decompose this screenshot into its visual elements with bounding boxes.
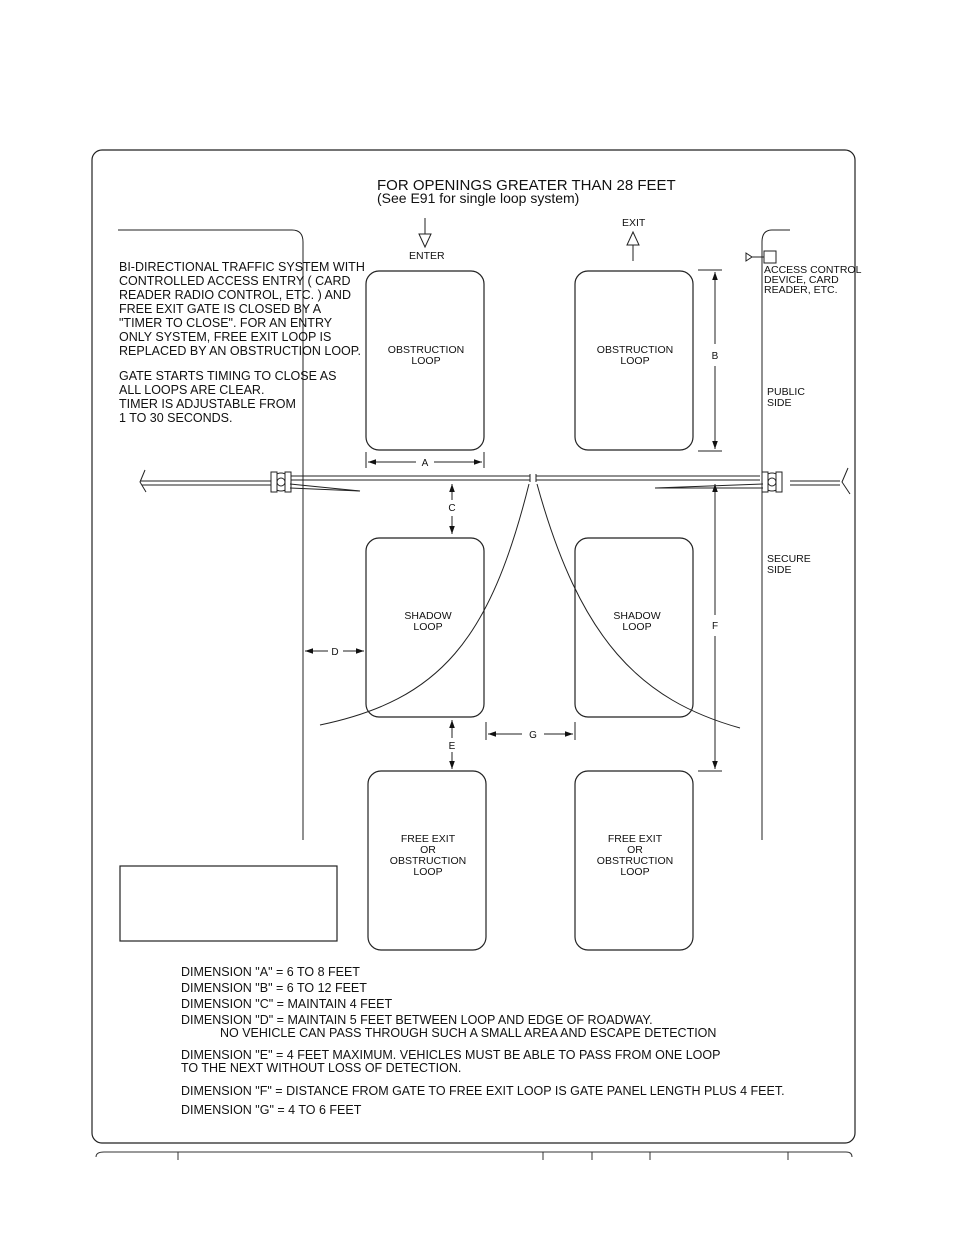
shadow-loop-left	[365, 537, 485, 718]
svg-text:ONLY SYSTEM, FREE EXIT LOOP IS: ONLY SYSTEM, FREE EXIT LOOP IS	[119, 330, 331, 344]
svg-text:SIDE: SIDE	[767, 397, 792, 409]
svg-text:LOOP: LOOP	[620, 866, 649, 878]
gate-swing-arc-left	[319, 483, 530, 726]
secure-side-label: SECURE SIDE	[767, 553, 811, 576]
svg-text:ACCESS CONTROL: ACCESS CONTROL	[764, 264, 862, 276]
dimension-a	[365, 452, 485, 468]
svg-text:OBSTRUCTION: OBSTRUCTION	[597, 344, 673, 356]
obstruction-loop-left	[365, 270, 485, 451]
shadow-loop-left-label: SHADOW LOOP	[404, 610, 451, 633]
exit-arrow-icon	[626, 230, 640, 261]
blank-notes-box	[119, 865, 338, 942]
svg-text:OBSTRUCTION: OBSTRUCTION	[388, 344, 464, 356]
svg-text:OR: OR	[420, 844, 436, 856]
dimension-b	[698, 269, 722, 452]
svg-text:FREE EXIT: FREE EXIT	[608, 833, 663, 845]
page-title: FOR OPENINGS GREATER THAN 28 FEET	[377, 177, 676, 194]
svg-text:SIDE: SIDE	[767, 564, 792, 576]
svg-text:LOOP: LOOP	[411, 355, 440, 367]
dimension-g-label: G	[529, 730, 537, 741]
dimension-a-label: A	[422, 458, 429, 469]
dimension-f-label: F	[712, 621, 718, 632]
svg-text:DIMENSION "G" = 4 TO 6 FEET: DIMENSION "G" = 4 TO 6 FEET	[181, 1103, 362, 1117]
svg-text:DIMENSION "A" = 6 TO 8 FEET: DIMENSION "A" = 6 TO 8 FEET	[181, 965, 360, 979]
svg-text:DIMENSION "D" = MAINTAIN 5 FEE: DIMENSION "D" = MAINTAIN 5 FEET BETWEEN …	[181, 1013, 653, 1027]
roadway-edge-left	[118, 229, 304, 840]
free-exit-loop-right	[574, 770, 694, 951]
swing-gate-panels	[290, 474, 760, 482]
svg-text:LOOP: LOOP	[413, 621, 442, 633]
svg-text:GATE STARTS TIMING TO CLOSE AS: GATE STARTS TIMING TO CLOSE AS	[119, 369, 336, 383]
shadow-loop-right	[574, 537, 694, 718]
svg-text:DIMENSION "E" = 4 FEET MAXIMUM: DIMENSION "E" = 4 FEET MAXIMUM. VEHICLES…	[181, 1048, 720, 1062]
free-exit-loop-right-label: FREE EXIT OR OBSTRUCTION LOOP	[597, 833, 673, 878]
dimension-d-label: D	[331, 647, 338, 658]
svg-text:DIMENSION "C" = MAINTAIN 4 FEE: DIMENSION "C" = MAINTAIN 4 FEET	[181, 997, 392, 1011]
gate-operator-right-icon	[654, 471, 783, 493]
svg-text:LOOP: LOOP	[620, 355, 649, 367]
fence-line	[139, 467, 851, 495]
svg-text:OR: OR	[627, 844, 643, 856]
free-exit-loop-left-label: FREE EXIT OR OBSTRUCTION LOOP	[390, 833, 466, 878]
svg-text:READER RADIO CONTROL, ETC. ) A: READER RADIO CONTROL, ETC. ) AND	[119, 288, 351, 302]
svg-text:READER, ETC.: READER, ETC.	[764, 284, 838, 296]
svg-text:TO THE NEXT WITHOUT LOSS OF DE: TO THE NEXT WITHOUT LOSS OF DETECTION.	[181, 1061, 461, 1075]
obstruction-loop-left-label: OBSTRUCTION LOOP	[388, 344, 464, 367]
public-side-label: PUBLIC SIDE	[767, 386, 805, 409]
obstruction-loop-right	[574, 270, 694, 451]
svg-text:"TIMER TO CLOSE". FOR AN ENTR: "TIMER TO CLOSE". FOR AN ENTRY	[119, 316, 333, 330]
svg-text:DEVICE, CARD: DEVICE, CARD	[764, 274, 839, 286]
dimension-g	[485, 722, 576, 740]
svg-text:NO VEHICLE CAN PASS THROUGH SU: NO VEHICLE CAN PASS THROUGH SUCH A SMALL…	[220, 1026, 716, 1040]
svg-text:SHADOW: SHADOW	[404, 610, 451, 622]
svg-text:DIMENSION "F" = DISTANCE FROM: DIMENSION "F" = DISTANCE FROM GATE TO FR…	[181, 1084, 785, 1098]
dimension-notes: DIMENSION "A" = 6 TO 8 FEET DIMENSION "B…	[181, 965, 785, 1117]
svg-text:REPLACED BY AN OBSTRUCTION LOO: REPLACED BY AN OBSTRUCTION LOOP.	[119, 344, 361, 358]
svg-text:SHADOW: SHADOW	[613, 610, 660, 622]
svg-text:SECURE: SECURE	[767, 553, 811, 565]
timer-text: GATE STARTS TIMING TO CLOSE AS ALL LOOPS…	[119, 369, 336, 425]
roadway-edge-right	[761, 229, 790, 840]
svg-text:BI-DIRECTIONAL TRAFFIC SYSTEM: BI-DIRECTIONAL TRAFFIC SYSTEM WITH	[119, 260, 365, 274]
svg-text:CONTROLLED ACCESS ENTRY ( CARD: CONTROLLED ACCESS ENTRY ( CARD	[119, 274, 351, 288]
gate-operator-left-icon	[270, 471, 361, 493]
dimension-c-label: C	[448, 503, 455, 514]
svg-text:LOOP: LOOP	[622, 621, 651, 633]
shadow-loop-right-label: SHADOW LOOP	[613, 610, 660, 633]
enter-label: ENTER	[409, 250, 445, 262]
title-block-strip	[95, 1151, 853, 1160]
free-exit-loop-left	[367, 770, 487, 951]
access-device-label: ACCESS CONTROL DEVICE, CARD READER, ETC.	[764, 264, 862, 296]
svg-text:FREE EXIT: FREE EXIT	[401, 833, 456, 845]
svg-text:LOOP: LOOP	[413, 866, 442, 878]
svg-text:FREE EXIT GATE IS CLOSED BY A: FREE EXIT GATE IS CLOSED BY A	[119, 302, 322, 316]
dimension-f	[698, 484, 722, 772]
exit-label: EXIT	[622, 217, 646, 229]
gate-swing-arc-right	[536, 483, 741, 729]
dimension-b-label: B	[712, 351, 719, 362]
enter-arrow-icon	[418, 218, 432, 249]
svg-text:OBSTRUCTION: OBSTRUCTION	[390, 855, 466, 867]
svg-text:1 TO 30 SECONDS.: 1 TO 30 SECONDS.	[119, 411, 232, 425]
svg-text:DIMENSION "B" = 6 TO 12 FEET: DIMENSION "B" = 6 TO 12 FEET	[181, 981, 367, 995]
card-reader-icon	[745, 250, 777, 264]
obstruction-loop-right-label: OBSTRUCTION LOOP	[597, 344, 673, 367]
dimension-e-label: E	[449, 741, 456, 752]
svg-text:TIMER IS ADJUSTABLE FROM: TIMER IS ADJUSTABLE FROM	[119, 397, 296, 411]
drawing-frame	[91, 149, 856, 1144]
svg-text:ALL LOOPS ARE CLEAR.: ALL LOOPS ARE CLEAR.	[119, 383, 264, 397]
svg-text:OBSTRUCTION: OBSTRUCTION	[597, 855, 673, 867]
description-text: BI-DIRECTIONAL TRAFFIC SYSTEM WITH CONTR…	[119, 260, 365, 358]
svg-text:PUBLIC: PUBLIC	[767, 386, 805, 398]
page-subtitle: (See E91 for single loop system)	[377, 190, 579, 206]
